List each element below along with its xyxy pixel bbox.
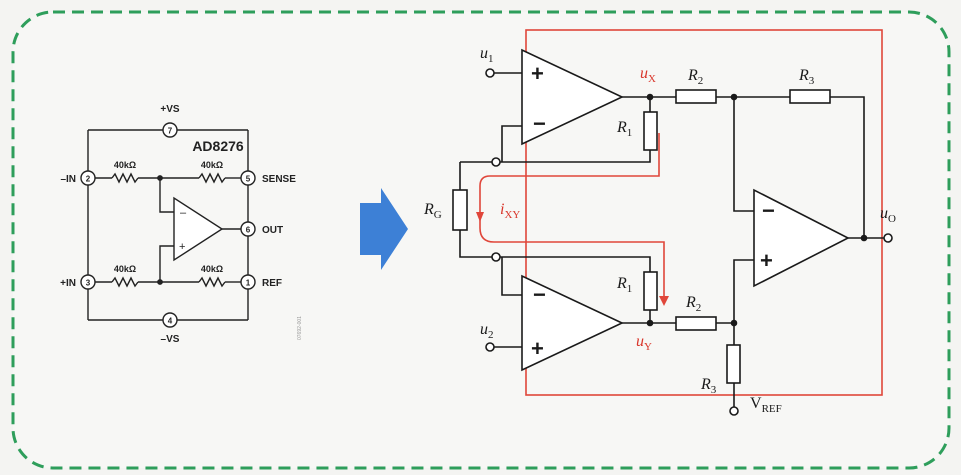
vref-terminal [729, 406, 739, 416]
ad8276-diagram [80, 122, 256, 328]
pin-4-number: 4 [168, 317, 173, 326]
pin-vs-neg-label: –VS [161, 334, 180, 345]
wire-r1-bot-a [500, 256, 651, 272]
u1-terminal [485, 68, 495, 78]
wire-to-noninv-input [159, 245, 174, 282]
ad8276-labels: +VS 7 –VS 4 –IN 2 +IN 3 SENSE 5 OUT 6 RE… [60, 104, 303, 345]
junction-ux [646, 93, 654, 101]
opamp-signs: + − − + − + [531, 61, 775, 361]
resistor-r2-top [675, 89, 717, 104]
junction-uo [860, 234, 868, 242]
resistor-r1-top [643, 111, 658, 151]
pin-2-number: 2 [86, 175, 91, 184]
opamp-a3-triangle [753, 188, 850, 288]
a3-minus: − [762, 198, 775, 223]
wire-to-inv-input [159, 178, 174, 213]
resistor-r3-top [789, 89, 831, 104]
label-vref: VREF [750, 395, 782, 415]
resistor-top-left-label: 40kΩ [114, 160, 136, 170]
label-r1-bot: R1 [616, 275, 632, 295]
ad8276-opamp-plus: + [179, 241, 185, 253]
junction-a3-noninv [730, 319, 738, 327]
current-arrow-down-icon [476, 212, 484, 222]
pin-vs-pos-label: +VS [160, 104, 180, 115]
current-arrow-down-icon-2 [659, 296, 669, 306]
circuit-labels: u1 u2 uX uY uO iXY RG R1 R1 R2 R2 R3 R3 … [423, 45, 896, 415]
label-uy: uY [636, 333, 652, 353]
opamp-a1-triangle [521, 48, 624, 146]
resistor-top-left [111, 172, 139, 184]
label-ux: uX [640, 65, 656, 85]
pin-7-circle [162, 122, 178, 138]
wire-a2-inv [501, 257, 522, 296]
label-uo: uO [880, 205, 896, 225]
uo-terminal [883, 233, 893, 243]
a3-plus: + [760, 248, 773, 273]
a1-plus: + [531, 61, 544, 86]
instrumentation-amp-diagram [452, 48, 893, 416]
resistor-r1-bot [643, 271, 658, 311]
label-ixy: iXY [500, 201, 520, 221]
resistor-rg [452, 189, 468, 231]
transform-arrow-icon [360, 188, 408, 270]
node-rg-top [491, 157, 501, 167]
junction-top [157, 175, 163, 181]
wire-a3-noninv [733, 259, 754, 323]
label-rg: RG [423, 201, 442, 221]
pin-out-label: OUT [262, 225, 283, 236]
ad8276-opamp-triangle [173, 196, 224, 262]
a2-minus: − [533, 282, 546, 307]
label-r2-top: R2 [687, 67, 703, 87]
opamp-a2-triangle [521, 274, 624, 372]
wire-a1-inv [501, 125, 522, 162]
wire-r3-feedback [830, 96, 865, 238]
pin-1-number: 1 [246, 279, 251, 288]
wire-r1-top-b [496, 150, 651, 163]
label-r3-top: R3 [798, 67, 815, 87]
pin-sense-label: SENSE [262, 174, 296, 185]
node-rg-bot [491, 252, 501, 262]
label-u1: u1 [480, 45, 494, 65]
resistor-top-right [198, 172, 226, 184]
wire-rg-bot [459, 230, 492, 258]
u2-terminal [485, 342, 495, 352]
doc-code-label: 07692-001 [297, 316, 303, 340]
dashed-slide-border [11, 10, 951, 470]
label-u2: u2 [480, 321, 494, 341]
pin-6-number: 6 [246, 226, 251, 235]
pin-3-number: 3 [86, 279, 91, 288]
resistor-top-right-label: 40kΩ [201, 160, 223, 170]
junction-uy [646, 319, 654, 327]
part-number-label: AD8276 [192, 138, 244, 154]
pin-7-number: 7 [168, 127, 173, 136]
resistor-bot-right [198, 276, 226, 288]
ad8276-opamp-minus: – [180, 207, 187, 219]
a1-minus: − [533, 111, 546, 136]
resistor-bot-right-label: 40kΩ [201, 264, 223, 274]
pin-in-pos-label: +IN [60, 278, 76, 289]
ixy-current-path [476, 133, 669, 306]
label-r1-top: R1 [616, 119, 632, 139]
resistor-r2-bot [675, 316, 717, 331]
a2-plus: + [531, 336, 544, 361]
pin-4-circle [162, 312, 178, 328]
label-r3-bot: R3 [700, 376, 717, 396]
internal-highlight-box [525, 29, 883, 396]
resistor-bot-left [111, 276, 139, 288]
wire-a3-inv [733, 97, 754, 212]
pin-ref-label: REF [262, 278, 282, 289]
junction-bot [157, 279, 163, 285]
current-path-line [479, 133, 665, 304]
junction-a3-inv [730, 93, 738, 101]
resistor-r3-bot [726, 344, 741, 384]
pin-in-neg-label: –IN [60, 174, 76, 185]
label-r2-bot: R2 [685, 294, 701, 314]
resistor-bot-left-label: 40kΩ [114, 264, 136, 274]
pin-5-number: 5 [246, 175, 251, 184]
